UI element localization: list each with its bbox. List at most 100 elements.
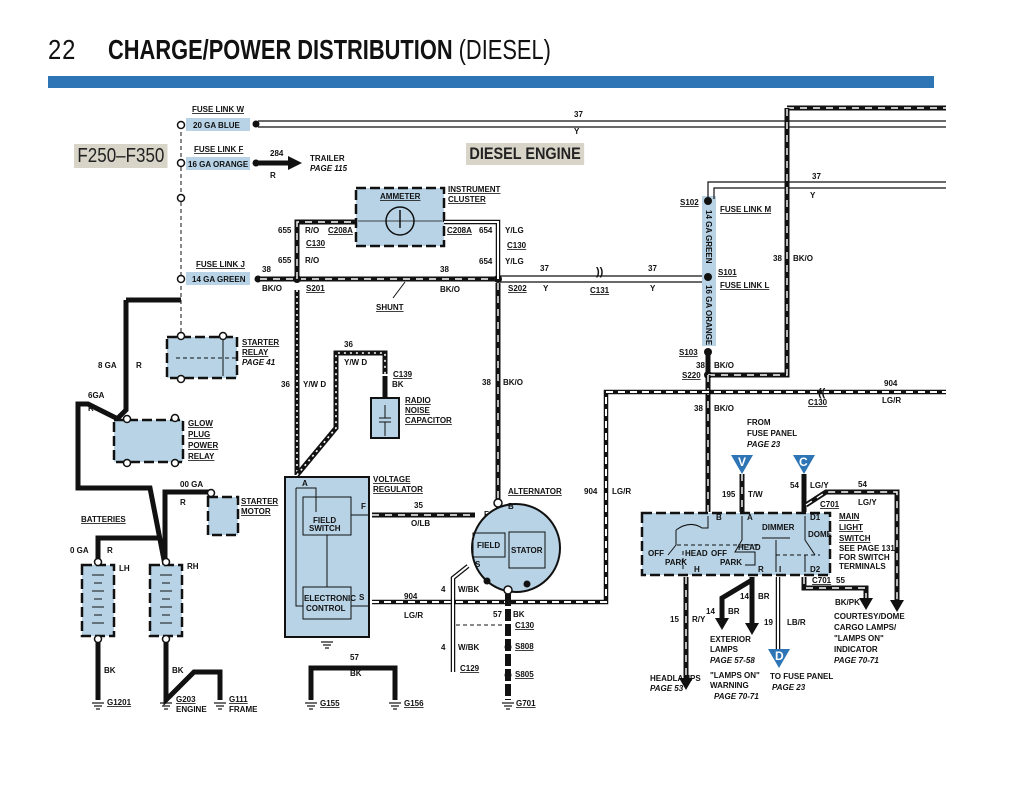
wire-num-195: 195 bbox=[722, 490, 736, 499]
terminal-d2: D2 bbox=[810, 565, 821, 574]
electronic-control-label-1: ELECTRONIC bbox=[304, 594, 356, 603]
splice-s102 bbox=[704, 197, 712, 205]
wire-color-lgy: LG/Y bbox=[810, 481, 829, 490]
main-light-switch-label-3: SWITCH bbox=[839, 534, 871, 543]
trailer-page: PAGE 115 bbox=[310, 164, 348, 173]
fuse-link-m-l bbox=[702, 196, 716, 346]
field-box bbox=[472, 532, 506, 558]
terminal-a: A bbox=[302, 479, 308, 488]
cable-8ga-label: 8 GA bbox=[98, 361, 117, 370]
ground-frame-label: FRAME bbox=[229, 705, 258, 714]
cable-00ga bbox=[162, 489, 210, 565]
wire-num-284: 284 bbox=[270, 149, 284, 158]
cable-00ga-label: 00 GA bbox=[180, 480, 203, 489]
ground-g701: G701 bbox=[516, 699, 536, 708]
terminal bbox=[176, 193, 186, 203]
battery-lh-label: LH bbox=[119, 564, 130, 573]
switch-head-2: HEAD bbox=[738, 543, 761, 552]
dimmer-label: DIMMER bbox=[762, 523, 795, 532]
battery-rh-label: RH bbox=[187, 562, 199, 571]
wire-num-36: 36 bbox=[281, 380, 290, 389]
fuse-link-m-spec: 14 GA GREEN bbox=[704, 210, 713, 264]
wire-color-lbr: LB/R bbox=[787, 618, 806, 627]
ground-icon bbox=[502, 702, 514, 710]
lamps-on-warning-page: PAGE 70-71 bbox=[714, 692, 759, 701]
shunt-pointer bbox=[392, 281, 406, 299]
fuse-link-j-name: FUSE LINK J bbox=[196, 260, 245, 269]
glow-plug-label-3: POWER bbox=[188, 441, 218, 450]
wire-num-37: 37 bbox=[812, 172, 821, 181]
wire-color-bkpk: BK/PK bbox=[835, 598, 860, 607]
marker-v-icon bbox=[731, 455, 753, 474]
wire-num-904: 904 bbox=[584, 487, 598, 496]
wire-color-y: Y bbox=[810, 191, 816, 200]
terminal-s: S bbox=[475, 560, 481, 569]
wire-color-y: Y bbox=[574, 127, 580, 136]
wire-color-br: BR bbox=[728, 607, 740, 616]
field-label: FIELD bbox=[477, 541, 500, 550]
wire-37-top bbox=[258, 120, 946, 128]
arrow-icon bbox=[859, 598, 873, 610]
wire-color-ywd: Y/W D bbox=[303, 380, 326, 389]
wire-color-bk: BK bbox=[350, 669, 362, 678]
courtesy-1: COURTESY/DOME bbox=[834, 612, 905, 621]
ground-g156: G156 bbox=[404, 699, 424, 708]
stator-box bbox=[508, 531, 546, 569]
wire-num-38: 38 bbox=[482, 378, 491, 387]
switch-park-2: PARK bbox=[720, 558, 742, 567]
page-title: CHARGE/POWER DISTRIBUTION (DIESEL) bbox=[108, 34, 551, 66]
switch-park-1: PARK bbox=[665, 558, 687, 567]
capacitor-label-3: CAPACITOR bbox=[405, 416, 452, 425]
instrument-cluster-label-1: INSTRUMENT bbox=[448, 185, 501, 194]
wire-color-bk: BK bbox=[172, 666, 184, 675]
switch-off-2: OFF bbox=[711, 549, 727, 558]
batteries-label: BATTERIES bbox=[81, 515, 126, 524]
wire-num-15: 15 bbox=[670, 615, 679, 624]
wire-color-tw: T/W bbox=[748, 490, 763, 499]
marker-d: D bbox=[775, 649, 784, 663]
wire-color-olb: O/LB bbox=[411, 519, 430, 528]
wire-color-lgr: LG/R bbox=[404, 611, 423, 620]
page-number: 22 bbox=[48, 34, 77, 65]
connector-c208a-label: C208A bbox=[447, 226, 472, 235]
wire-num-35: 35 bbox=[414, 501, 423, 510]
switch-note-1: SEE PAGE 131 bbox=[839, 544, 895, 553]
wire-color-bko: BK/O bbox=[440, 285, 460, 294]
lamps-on-warning-2: WARNING bbox=[710, 681, 749, 690]
title-main: CHARGE/POWER DISTRIBUTION bbox=[108, 34, 453, 65]
wire-num-38: 38 bbox=[262, 265, 271, 274]
lamps-on-warning-1: "LAMPS ON" bbox=[710, 671, 760, 680]
connector-c701-label: C701 bbox=[820, 500, 840, 509]
splice-s805: S805 bbox=[515, 670, 534, 679]
connector-c130-label: C130 bbox=[507, 241, 527, 250]
wire-num-55: 55 bbox=[836, 576, 845, 585]
terminal-f: F bbox=[484, 510, 489, 519]
headlamps-label: HEADLAMPS bbox=[650, 674, 701, 683]
title-rule bbox=[48, 76, 934, 88]
fuse-link-j bbox=[186, 272, 250, 285]
marker-v: V bbox=[738, 455, 746, 469]
wire-num-36: 36 bbox=[344, 340, 353, 349]
arrow-icon bbox=[890, 600, 904, 612]
fuse-link-j-spec: 14 GA GREEN bbox=[192, 275, 246, 284]
marker-c-icon bbox=[793, 455, 815, 474]
model-tag: F250–F350 bbox=[74, 144, 168, 168]
main-light-switch-box bbox=[640, 511, 832, 577]
wire-color-ylg: Y/LG bbox=[505, 257, 524, 266]
ground-g155: G155 bbox=[320, 699, 340, 708]
terminal bbox=[176, 120, 186, 130]
splice-s201-label: S201 bbox=[306, 284, 325, 293]
battery-lh bbox=[80, 563, 116, 638]
connector-c131-icon: )) bbox=[596, 266, 604, 278]
wire-num-38: 38 bbox=[696, 361, 705, 370]
wire-color-lgr: LG/R bbox=[612, 487, 631, 496]
cable-8ga bbox=[114, 300, 129, 422]
wire-num-37: 37 bbox=[648, 264, 657, 273]
main-light-switch-label-2: LIGHT bbox=[839, 523, 863, 532]
marker-d-icon bbox=[768, 649, 790, 668]
ground-g1201: G1201 bbox=[107, 698, 132, 707]
wire-num-57: 57 bbox=[350, 653, 359, 662]
ground-g203: G203 bbox=[176, 695, 196, 704]
fuse-link-f-spec: 16 GA ORANGE bbox=[188, 160, 249, 169]
